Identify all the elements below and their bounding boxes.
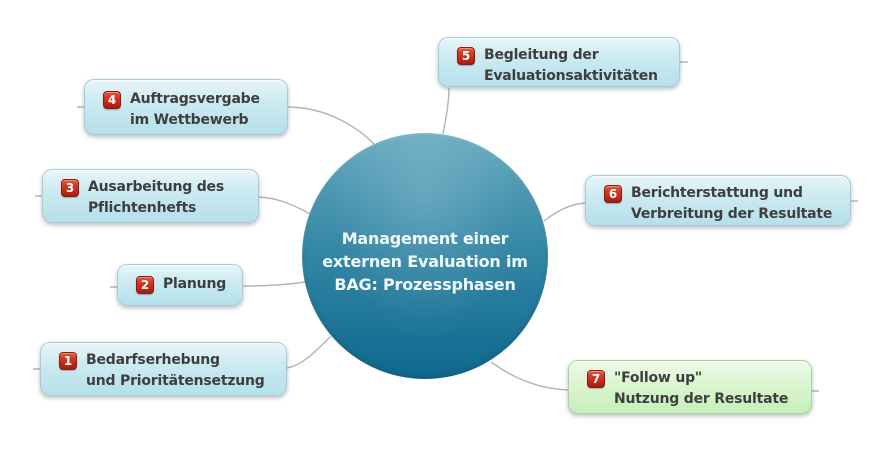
- node-6-label-line-2: Verbreitung der Resultate: [631, 206, 833, 222]
- node-4-label-line-1: Auftragsvergabe: [130, 91, 260, 107]
- connector-node-4: [77, 106, 381, 152]
- number-badge-1: 1: [59, 352, 77, 370]
- number-badge-5: 5: [457, 47, 475, 65]
- node-1-label: Bedarfserhebung und Prioritätensetzung: [86, 350, 265, 392]
- node-5-label: Begleitung der Evaluationsaktivitäten: [484, 45, 658, 87]
- node-4-label-line-2: im Wettbewerb: [130, 112, 249, 128]
- number-badge-6: 6: [604, 185, 622, 203]
- node-2-planung: 2 Planung: [117, 264, 243, 306]
- central-topic-circle: Management einer externen Evaluation im …: [302, 133, 548, 379]
- node-7-follow-up: 7 "Follow up" Nutzung der Resultate: [568, 360, 812, 414]
- node-2-label-line-1: Planung: [163, 276, 227, 292]
- connector-node-6: [543, 200, 859, 222]
- node-3-ausarbeitung-pflichtenheft: 3 Ausarbeitung des Pflichtenhefts: [42, 169, 259, 223]
- node-3-label-line-2: Pflichtenhefts: [88, 200, 197, 216]
- central-topic-title: Management einer externen Evaluation im …: [322, 217, 528, 296]
- connector-node-3: [34, 195, 311, 215]
- connector-node-7: [490, 361, 820, 392]
- node-7-label-line-2: Nutzung der Resultate: [614, 391, 789, 407]
- node-2-label: Planung: [163, 274, 226, 295]
- node-4-label: Auftragsvergabe im Wettbewerb: [130, 89, 260, 131]
- node-7-label: "Follow up" Nutzung der Resultate: [614, 368, 788, 410]
- node-6-berichterstattung: 6 Berichterstattung und Verbreitung der …: [585, 175, 851, 226]
- node-1-bedarfserhebung: 1 Bedarfserhebung und Prioritätensetzung: [40, 342, 287, 396]
- number-badge-4: 4: [103, 91, 121, 109]
- node-5-begleitung-evaluation: 5 Begleitung der Evaluationsaktivitäten: [438, 37, 680, 87]
- connector-node-2: [109, 281, 306, 288]
- node-6-label: Berichterstattung und Verbreitung der Re…: [631, 183, 832, 225]
- node-4-auftragsvergabe: 4 Auftragsvergabe im Wettbewerb: [84, 79, 288, 135]
- node-1-label-line-1: Bedarfserhebung: [86, 352, 220, 368]
- node-1-label-line-2: und Prioritätensetzung: [86, 373, 265, 389]
- number-badge-3: 3: [61, 179, 79, 197]
- number-badge-7: 7: [587, 370, 605, 388]
- central-title-line-1: Management einer: [341, 228, 509, 248]
- node-3-label: Ausarbeitung des Pflichtenhefts: [88, 177, 224, 219]
- node-5-label-line-2: Evaluationsaktivitäten: [484, 68, 658, 84]
- central-title-line-3: BAG: Prozessphasen: [334, 274, 516, 294]
- number-badge-2: 2: [136, 276, 154, 294]
- node-3-label-line-1: Ausarbeitung des: [88, 179, 224, 195]
- connector-node-1: [32, 335, 332, 370]
- node-7-label-line-1: "Follow up": [614, 370, 703, 386]
- node-5-label-line-1: Begleitung der: [484, 47, 599, 63]
- node-6-label-line-1: Berichterstattung und: [631, 185, 803, 201]
- connector-node-5: [442, 87, 450, 135]
- central-title-line-2: externen Evaluation im: [322, 251, 528, 271]
